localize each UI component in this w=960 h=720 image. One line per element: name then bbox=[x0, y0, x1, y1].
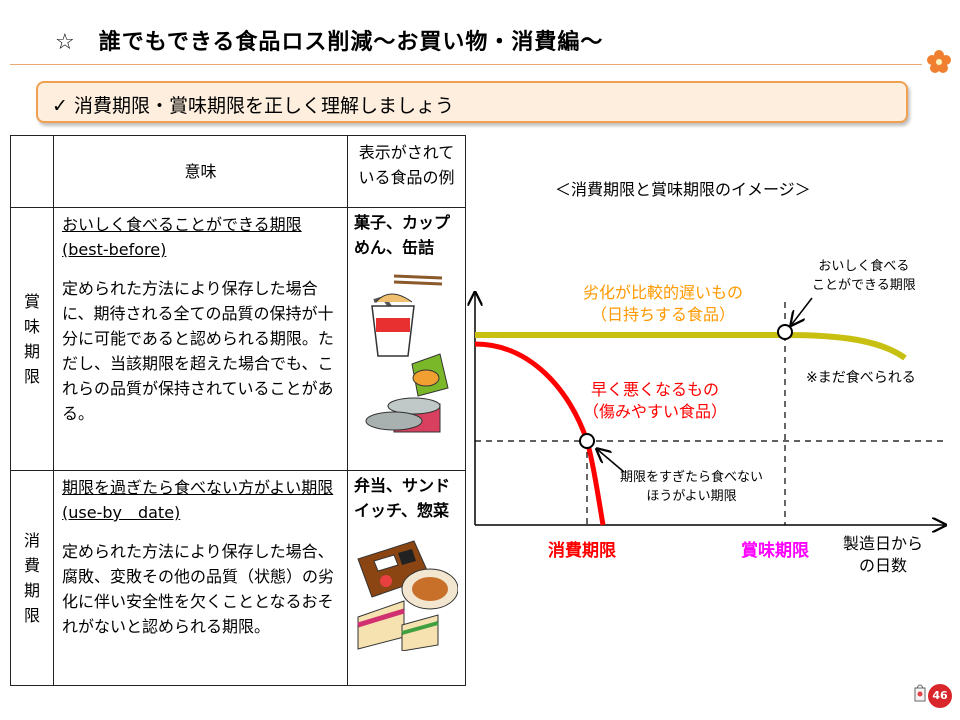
best-before-arrow bbox=[792, 297, 813, 324]
slow-deterioration-curve bbox=[475, 332, 907, 361]
slow-food-label: 劣化が比較的遅いもの （日持ちする食品） bbox=[583, 282, 743, 326]
definition-title: おいしく食べることができる期限(best-before) bbox=[62, 215, 302, 259]
category-char: 期 bbox=[23, 342, 40, 361]
fast-food-label-line2: （傷みやすい食品） bbox=[583, 402, 728, 421]
best-before-note-line1: おいしく食べる bbox=[818, 259, 910, 274]
title-underline bbox=[10, 64, 922, 65]
x-axis-label-line1: 製造日から bbox=[843, 534, 924, 553]
row-definition-use-by: 期限を過ぎたら食べない方がよい期限(use-by date) 定められた方法によ… bbox=[53, 470, 348, 686]
food-examples-text: 弁当、サンドイッチ、惣菜 bbox=[354, 476, 451, 520]
category-char: 費 bbox=[23, 556, 40, 575]
use-by-point bbox=[579, 433, 595, 449]
header-blank-cell bbox=[10, 135, 54, 208]
header-meaning: 意味 bbox=[53, 135, 348, 208]
x-axis-label-line2: の日数 bbox=[859, 556, 908, 575]
use-by-note-line1: 期限をすぎたら食べない bbox=[620, 470, 764, 485]
x-label-use-by: 消費期限 bbox=[548, 541, 616, 561]
fast-deterioration-curve bbox=[474, 341, 606, 526]
header-examples-text: 表示がされている食品の例 bbox=[358, 143, 455, 187]
plum-flower-icon bbox=[927, 50, 951, 73]
diagram-title: ＜消費期限と賞味期限のイメージ＞ bbox=[555, 180, 811, 199]
subtitle-banner: ✓ 消費期限・賞味期限を正しく理解しましょう bbox=[36, 81, 908, 123]
category-char: 期 bbox=[23, 581, 40, 600]
category-char: 味 bbox=[23, 317, 40, 336]
expiry-concept-diagram bbox=[460, 280, 948, 545]
category-char: 賞 bbox=[23, 292, 40, 311]
slow-food-label-line2: （日持ちする食品） bbox=[591, 305, 736, 324]
page-title: ☆ 誰でもできる食品ロス削減～お買い物・消費編～ bbox=[55, 30, 604, 55]
row-definition-best-before: おいしく食べることができる期限(best-before) 定められた方法により保… bbox=[53, 207, 348, 471]
row-foods-use-by: 弁当、サンドイッチ、惣菜 bbox=[347, 470, 466, 686]
slow-food-label-line1: 劣化が比較的遅いもの bbox=[583, 283, 744, 302]
definition-table: 意味 表示がされている食品の例 賞 味 期 限 おいしく食べることができる期限(… bbox=[10, 135, 466, 686]
category-char: 消 bbox=[23, 531, 40, 550]
table-header-row: 意味 表示がされている食品の例 bbox=[10, 135, 466, 208]
row-category-use-by: 消 費 期 限 bbox=[10, 470, 54, 686]
row-foods-best-before: 菓子、カップめん、缶詰 bbox=[347, 207, 466, 471]
fast-food-label: 早く悪くなるもの （傷みやすい食品） bbox=[583, 379, 727, 423]
food-examples-text: 菓子、カップめん、缶詰 bbox=[354, 213, 451, 257]
header-examples: 表示がされている食品の例 bbox=[347, 135, 466, 208]
bento-sandwich-illustration bbox=[357, 540, 458, 651]
snack-food-illustration bbox=[365, 274, 449, 433]
page-number-badge: 46 bbox=[928, 684, 952, 708]
x-axis-label: 製造日から の日数 bbox=[843, 533, 923, 577]
x-label-best-before: 賞味期限 bbox=[741, 541, 809, 561]
fast-food-label-line1: 早く悪くなるもの bbox=[591, 380, 720, 399]
use-by-note-line2: ほうがよい期限 bbox=[646, 489, 737, 504]
definition-body: 定められた方法により保存した場合に、期待される全ての品質の保持が十分に可能である… bbox=[62, 279, 334, 423]
definition-body: 定められた方法により保存した場合、腐敗、変敗その他の品質（状態）の劣化に伴い安全… bbox=[62, 542, 335, 636]
table-row: 消 費 期 限 期限を過ぎたら食べない方がよい期限(use-by date) 定… bbox=[10, 470, 466, 686]
best-before-note: おいしく食べる ことができる期限 bbox=[812, 257, 916, 295]
category-char: 限 bbox=[23, 367, 40, 386]
table-row: 賞 味 期 限 おいしく食べることができる期限(best-before) 定めら… bbox=[10, 207, 466, 471]
category-char: 限 bbox=[23, 606, 40, 625]
definition-title: 期限を過ぎたら食べない方がよい期限(use-by date) bbox=[62, 478, 334, 522]
row-category-best-before: 賞 味 期 限 bbox=[10, 207, 54, 471]
still-edible-note: ※まだ食べられる bbox=[806, 370, 916, 386]
best-before-note-line2: ことができる期限 bbox=[812, 278, 916, 293]
use-by-note: 期限をすぎたら食べない ほうがよい期限 bbox=[620, 468, 763, 506]
best-before-point bbox=[777, 324, 793, 340]
use-by-arrow bbox=[598, 450, 625, 473]
subtitle-text: ✓ 消費期限・賞味期限を正しく理解しましょう bbox=[52, 95, 454, 117]
shopping-bag-icon bbox=[914, 684, 926, 702]
